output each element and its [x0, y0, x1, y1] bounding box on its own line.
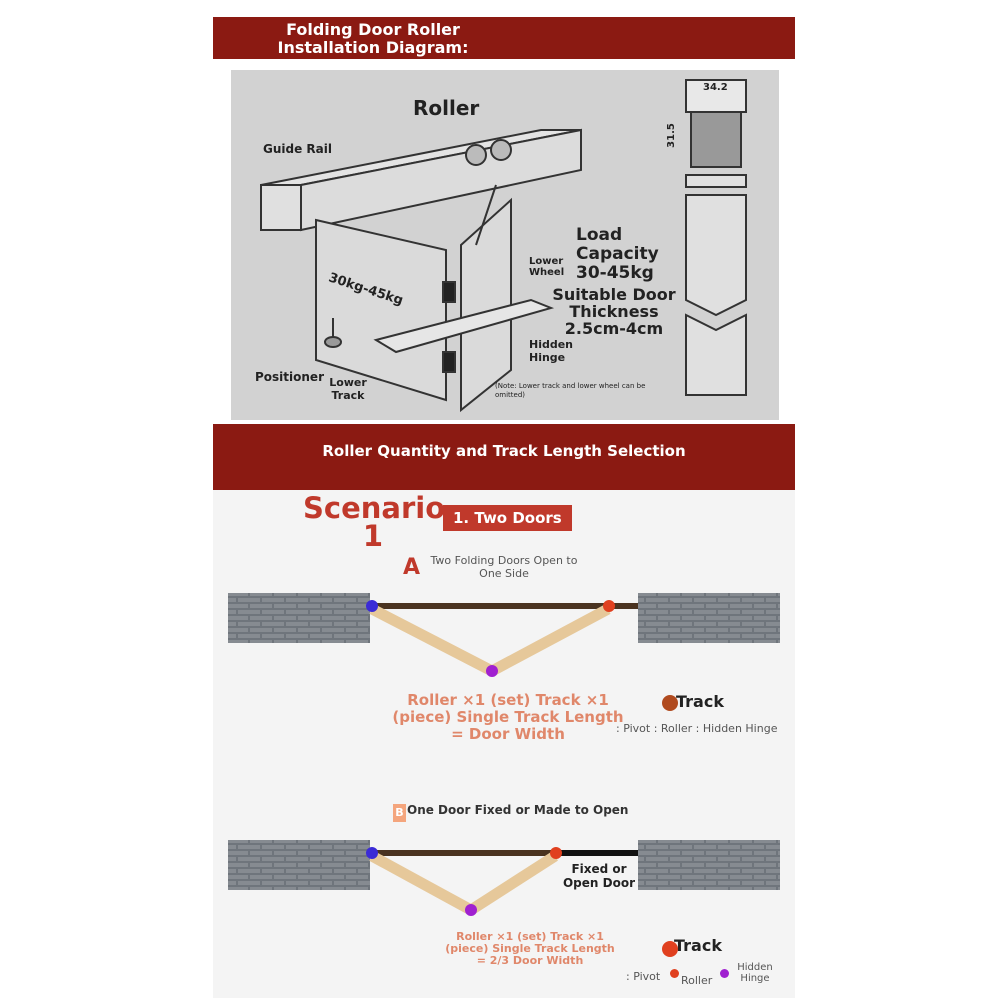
profile-door-upper: [685, 194, 747, 317]
label-lower-track: Lower Track: [329, 376, 367, 402]
scenario-panel: [213, 490, 795, 998]
profile-door-lower: [685, 313, 747, 396]
label-roller: Roller: [413, 96, 480, 120]
positioner-base: [324, 336, 342, 348]
fixed-door-label: Fixed or Open Door: [562, 862, 636, 890]
label-dim-height: 31.5: [665, 123, 677, 148]
section-title: Roller Quantity and Track Length Selecti…: [322, 442, 686, 460]
label-load-capacity: Load Capacity 30-45kg: [576, 225, 659, 283]
label-dim-width: 34.2: [703, 82, 728, 93]
guide-rail-side: [300, 128, 582, 232]
legend-roller-dot: [670, 969, 679, 978]
door-panel-1: [369, 851, 474, 915]
door-right: [460, 197, 512, 413]
section-banner: Roller Quantity and Track Length Selecti…: [213, 424, 795, 490]
wall-right: [638, 840, 780, 890]
scenario-tag: 1. Two Doors: [443, 505, 572, 531]
hinge-dot: [465, 904, 477, 916]
legend-track-dot-b: [662, 941, 678, 957]
scenario-a-legend-items: : Pivot : Roller : Hidden Hinge: [616, 722, 778, 735]
lower-track: [373, 298, 555, 354]
scenario-b-legend-hinge: Hidden Hinge: [737, 962, 773, 984]
label-lower-wheel: Lower Wheel: [529, 256, 565, 278]
door-panel-2: [489, 604, 611, 676]
pivot-dot: [366, 847, 378, 859]
hinge-dot: [486, 665, 498, 677]
hinge-upper: [442, 281, 456, 303]
scenario-b-letter: B: [393, 804, 406, 822]
wall-left: [228, 593, 370, 643]
scenario-a-letter: A: [403, 555, 421, 580]
scenario-b-legend-track: Track: [674, 936, 722, 955]
installation-sketch: Roller Guide Rail Lower Wheel Load Capac…: [231, 70, 779, 420]
label-note: (Note: Lower track and lower wheel can b…: [495, 382, 646, 399]
label-positioner: Positioner: [255, 370, 324, 384]
profile-plate: [685, 174, 747, 188]
scenario-b-spec: Roller ×1 (set) Track ×1 (piece) Single …: [445, 930, 615, 967]
roller-dot: [550, 847, 562, 859]
sketch-drawing: [260, 79, 747, 413]
roller-wheel-1: [465, 144, 487, 166]
scenario-a-spec: Roller ×1 (set) Track ×1 (piece) Single …: [392, 691, 624, 743]
guide-rail-end: [260, 184, 302, 231]
wall-left: [228, 840, 370, 890]
scenario-a-legend-track: Track: [676, 692, 724, 711]
door-left: [315, 218, 447, 402]
scenario-b-desc: One Door Fixed or Made to Open: [407, 803, 629, 817]
scenario-a-diagram: [228, 593, 780, 677]
legend-hinge-dot: [720, 969, 729, 978]
roller-dot: [603, 600, 615, 612]
label-guide-rail: Guide Rail: [263, 142, 332, 156]
header-banner: Folding Door Roller Installation Diagram…: [213, 17, 795, 59]
roller-stem: [475, 184, 497, 246]
scenario-b-legend-pivot: : Pivot: [626, 970, 661, 983]
profile-roller: [690, 111, 742, 168]
legend-track-dot: [662, 695, 678, 711]
door-panel-2: [468, 851, 558, 915]
wall-right: [638, 593, 780, 643]
scenario-b-legend-roller: Roller: [681, 974, 713, 987]
scenario-title: Scenario 1: [303, 491, 446, 553]
door-panel-1: [369, 604, 495, 676]
fixed-door-segment: [560, 850, 638, 856]
header-title: Folding Door Roller Installation Diagram…: [277, 20, 469, 57]
label-hidden-hinge: Hidden Hinge: [529, 338, 574, 364]
pivot-dot: [366, 600, 378, 612]
roller-wheel-2: [490, 139, 512, 161]
scenario-b-diagram: [228, 840, 780, 916]
label-door-thickness: Suitable Door Thickness 2.5cm-4cm: [552, 285, 676, 338]
track-bar: [370, 850, 560, 856]
track-bar: [370, 603, 638, 609]
hinge-lower: [442, 351, 456, 373]
scenario-a-desc: Two Folding Doors Open to One Side: [430, 554, 578, 580]
